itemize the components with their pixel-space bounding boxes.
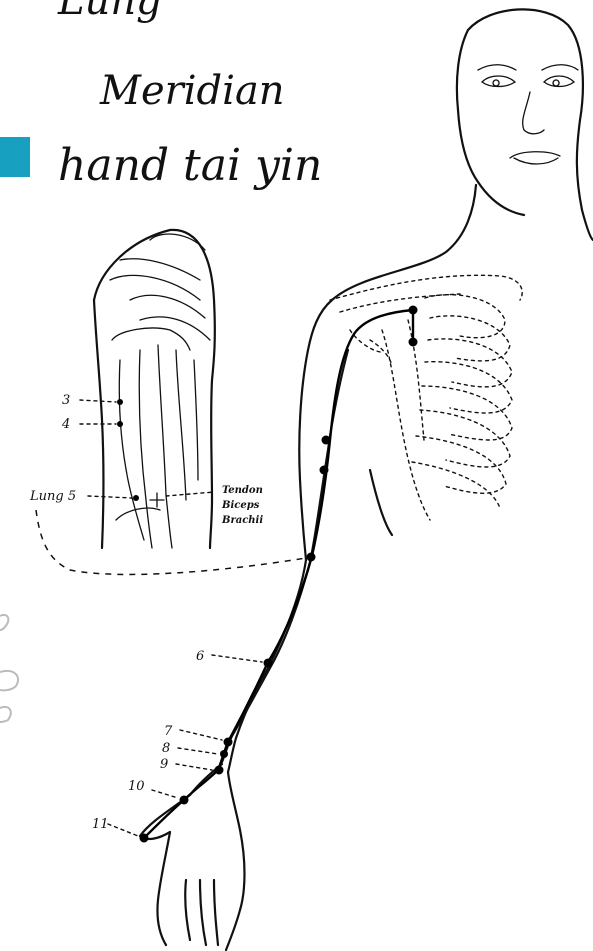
nose [523,92,544,134]
label-point-6: 6 [196,649,204,664]
left-eye-icon [482,76,515,87]
point-lu1 [409,306,418,315]
point-lu9 [215,766,224,775]
point-lu8 [220,750,228,758]
label-point-11: 11 [92,817,109,832]
annotation-brachii: Brachii [221,515,263,526]
inset-label-lung5: Lung 5 [29,489,76,504]
label-point-10: 10 [128,779,145,794]
torso-side [370,470,392,535]
label-point-9: 9 [160,757,168,772]
point-lu2 [409,338,418,347]
right-eye-icon [544,76,574,87]
right-brow [542,65,578,70]
point-lu7 [224,738,233,747]
page-edge-marks [0,615,18,722]
point-lu4 [320,466,329,475]
mouth [510,152,560,164]
point-lu10 [180,796,189,805]
inset-label-4: 4 [61,417,70,432]
point-leaders [108,655,262,836]
point-lu3 [322,436,331,445]
arm-inner [222,350,348,762]
meridian-path [144,310,413,838]
head-outline [457,9,593,240]
label-point-7: 7 [164,724,173,739]
label-point-8: 8 [162,741,170,756]
point-lu11 [140,834,149,843]
annotation-tendon: Tendon [222,485,263,496]
point-lu6 [264,659,273,668]
ribcage [330,275,522,520]
neck-shoulder-outline [299,185,476,560]
point-lu5 [307,553,316,562]
elbow-inset [80,230,215,548]
inset-label-3: 3 [62,393,70,408]
left-brow [478,65,516,70]
annotation-biceps: Biceps [221,500,260,511]
meridian-points [140,306,418,843]
